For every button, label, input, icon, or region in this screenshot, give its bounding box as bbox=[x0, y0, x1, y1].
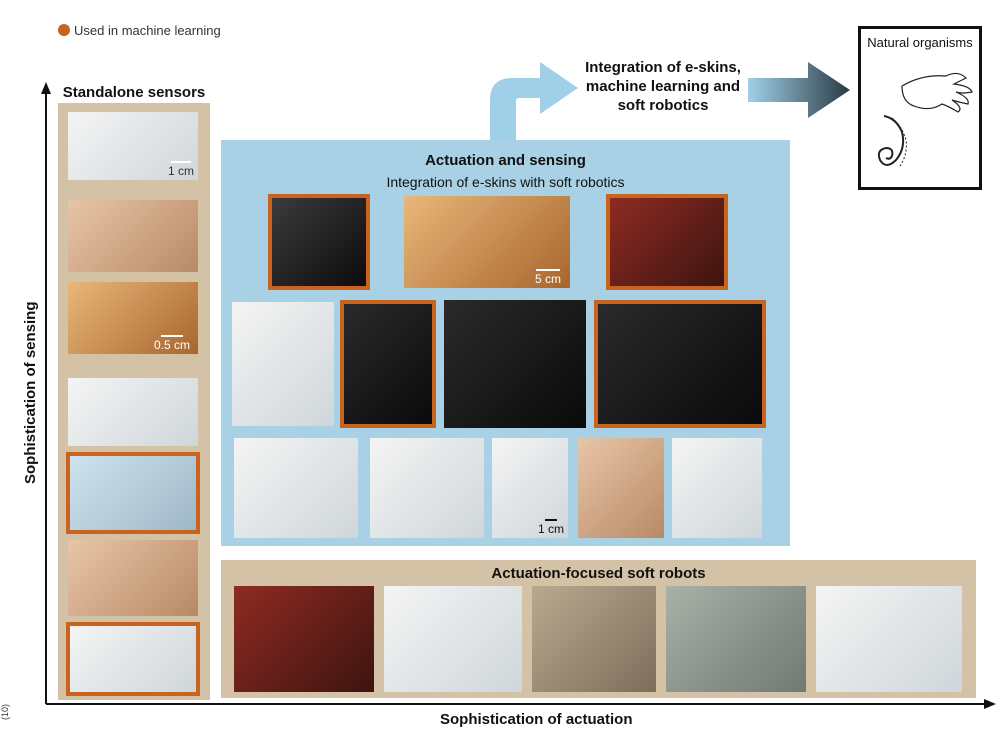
actuation-sensing-title: Actuation and sensing bbox=[425, 152, 586, 169]
scale-label: 1 cm bbox=[537, 522, 564, 536]
natural-organisms-label: Natural organisms bbox=[867, 35, 973, 50]
x-axis-label: Sophistication of actuation bbox=[440, 711, 633, 728]
scale-bar-5cm: 5 cm bbox=[530, 269, 566, 286]
legend-swatch bbox=[58, 24, 70, 36]
soft-hand-image bbox=[578, 438, 664, 538]
tentacle-suckers bbox=[891, 117, 907, 167]
integration-arrow bbox=[490, 62, 578, 140]
scale-bar-1cm: 1 cm bbox=[536, 519, 566, 536]
octobot-image bbox=[816, 586, 962, 692]
scale-bar-0-5cm: 0.5 cm bbox=[150, 335, 194, 352]
mango-gripper-image-ml bbox=[594, 300, 766, 428]
hand-icon bbox=[901, 72, 973, 113]
scale-bar-1cm: 1 cm bbox=[166, 161, 196, 178]
ball-gripper-image bbox=[672, 438, 762, 538]
scale-label: 5 cm bbox=[534, 272, 561, 286]
sensor-image-2 bbox=[68, 200, 198, 272]
actuation-focused-title: Actuation-focused soft robots bbox=[491, 565, 706, 582]
star-robot-image bbox=[444, 300, 586, 428]
worm-robot-image bbox=[532, 586, 656, 692]
gripper-image: 5 cm bbox=[404, 196, 570, 288]
legged-soft-robot-image bbox=[384, 586, 522, 692]
y-axis-arrowhead bbox=[41, 82, 51, 94]
side-note: (10) bbox=[0, 703, 10, 720]
tentacle-icon bbox=[877, 115, 905, 166]
actuation-sensing-subtitle: Integration of e-skins with soft robotic… bbox=[386, 174, 625, 190]
humanoid-robot-image bbox=[232, 302, 334, 426]
legend-label: Used in machine learning bbox=[74, 23, 221, 38]
finger-robot-image-ml bbox=[340, 300, 436, 428]
sensor-image-4 bbox=[68, 378, 198, 446]
y-axis-label: Sophistication of sensing bbox=[22, 301, 39, 484]
sensor-image-1: 1 cm bbox=[68, 112, 198, 180]
ring-actuator-image bbox=[370, 438, 484, 538]
sensor-image-3: 0.5 cm bbox=[68, 282, 198, 354]
x-axis-arrowhead bbox=[984, 699, 996, 709]
soft-fish-image bbox=[666, 586, 806, 692]
soft-crawler-image bbox=[234, 586, 374, 692]
soft-gripper-image bbox=[234, 438, 358, 538]
integration-label: Integration of e-skins, machine learning… bbox=[585, 59, 741, 114]
sensor-image-6 bbox=[68, 540, 198, 616]
robot-head-image-ml bbox=[268, 194, 370, 290]
scale-label: 0.5 cm bbox=[153, 338, 190, 352]
scale-label: 1 cm bbox=[167, 164, 194, 178]
soft-finger-image: 1 cm bbox=[492, 438, 568, 538]
natural-organisms-drawing bbox=[877, 72, 973, 167]
sensor-image-5-ml bbox=[66, 452, 200, 534]
sensor-image-7-ml bbox=[66, 622, 200, 696]
natural-arrow bbox=[748, 62, 850, 118]
pepper-gripper-image-ml bbox=[606, 194, 728, 290]
standalone-sensors-title: Standalone sensors bbox=[62, 84, 206, 101]
